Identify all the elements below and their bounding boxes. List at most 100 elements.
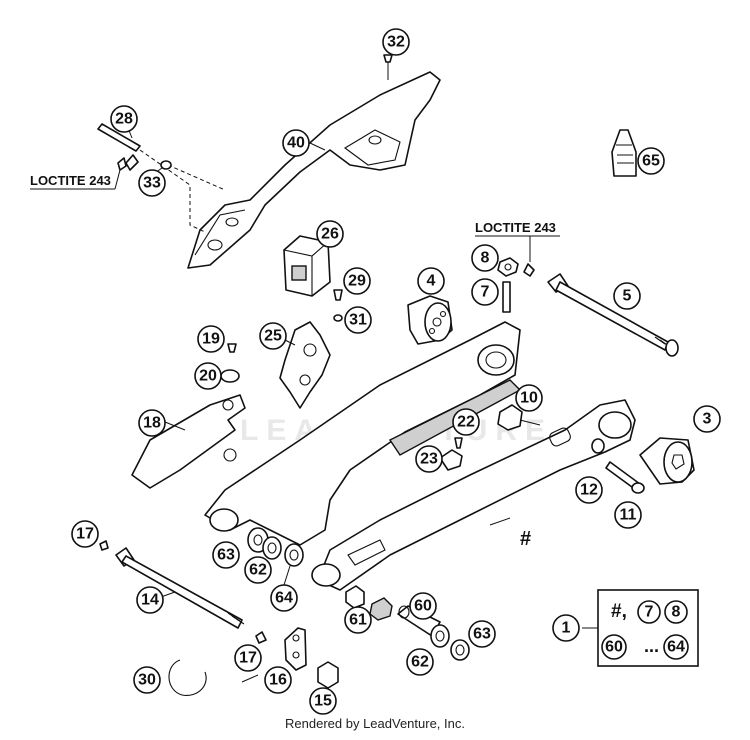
bolt-28 [97,123,141,171]
callout-label: 1 [562,620,571,637]
cap-17-upper [99,540,109,551]
legend-ellipsis: ... [644,636,659,656]
callout-29: 29 [343,267,371,295]
callout-label: 33 [143,175,161,192]
callout-label: 32 [387,34,405,51]
callout-62: 62 [406,648,434,676]
pivot-shaft-14 [115,547,245,629]
callout-5: 5 [613,282,641,310]
callout-label: 23 [420,451,438,468]
loctite-note-left: LOCTITE 243 [30,173,111,188]
callout-label: 11 [620,507,637,524]
callout-65: 65 [637,147,665,175]
footer-credit: Rendered by LeadVenture, Inc. [285,716,465,731]
clamp-23 [439,449,463,471]
callout-63: 63 [468,620,496,648]
callout-label: 61 [349,612,367,629]
callout-22: 22 [452,408,480,436]
bearing-62-left [262,536,282,560]
callout-40: 40 [282,129,310,157]
callout-19: 19 [197,325,225,353]
callout-label: 5 [623,288,632,305]
bracket-25 [279,321,331,409]
callout-label: 40 [287,135,305,152]
callout-label: 12 [580,482,598,499]
callout-label: 16 [269,672,287,689]
callout-8: 8 [471,244,499,272]
callout-16: 16 [264,666,292,694]
washer-33 [160,160,172,170]
washer-12 [591,438,605,454]
loctite-note-right: LOCTITE 243 [475,220,556,235]
callout-label: 8 [481,250,490,267]
plate-16 [284,627,307,671]
callout-label: 18 [143,415,161,432]
callout-18: 18 [138,409,166,437]
bolt-19 [227,343,237,353]
callout-3: 3 [693,405,721,433]
callout-label: 4 [427,273,436,290]
callout-label: 25 [264,328,282,345]
stud-7 [502,281,511,313]
callout-28: 28 [110,105,138,133]
callout-7: 7 [471,278,499,306]
legend-item-64: 64 [663,634,689,660]
callout-33: 33 [138,169,166,197]
callout-label: 20 [199,368,217,385]
callout-12: 12 [575,476,603,504]
nut-8 [497,257,519,277]
callout-10: 10 [515,384,543,412]
callout-17: 17 [234,644,262,672]
circlip-30 [168,659,207,696]
callout-label: 17 [76,526,94,543]
callout-30: 30 [133,666,161,694]
callout-62: 62 [244,556,272,584]
callout-63: 63 [212,541,240,569]
washer-31 [333,314,343,322]
bearing-63-right [450,639,470,661]
callout-17: 17 [71,520,99,548]
callout-11: 11 [614,501,642,529]
callout-label: 14 [141,592,159,609]
callout-14: 14 [136,586,164,614]
callout-label: 3 [703,411,712,428]
callout-31: 31 [344,306,372,334]
bushing-3 [639,437,695,485]
callout-25: 25 [259,322,287,350]
callout-label: 64 [275,590,293,607]
callout-label: 60 [414,598,432,615]
callout-4: 4 [417,267,445,295]
callout-label: 62 [411,654,429,671]
callout-label: 29 [348,273,366,290]
callout-61: 61 [344,606,372,634]
chain-slider-18 [131,394,246,489]
svg-text:60: 60 [605,639,623,656]
legend-item-7: 7 [637,600,661,624]
callout-label: 28 [115,111,133,128]
bolt-32 [383,54,393,63]
bearing-4 [407,295,453,345]
spacer-64 [284,543,304,567]
bolt-29 [333,289,343,301]
legend-prefix: #, [611,601,627,622]
callout-label: 17 [239,650,257,667]
bearing-62-right [430,624,450,648]
callout-label: 63 [217,547,235,564]
callout-23: 23 [415,445,443,473]
loctite-drop-right [523,263,535,277]
callout-label: 31 [349,312,367,329]
axle-5 [547,273,679,357]
callout-label: 15 [314,693,332,710]
svg-text:64: 64 [667,639,685,656]
chain-guide [187,71,441,269]
callout-label: 7 [481,284,490,301]
leader-lines [127,127,604,683]
callout-label: 62 [249,562,267,579]
callout-label: 22 [457,414,475,431]
swingarm [204,321,636,591]
callout-1: 1 [552,614,580,642]
callout-26: 26 [316,220,344,248]
washer-20 [220,369,240,383]
